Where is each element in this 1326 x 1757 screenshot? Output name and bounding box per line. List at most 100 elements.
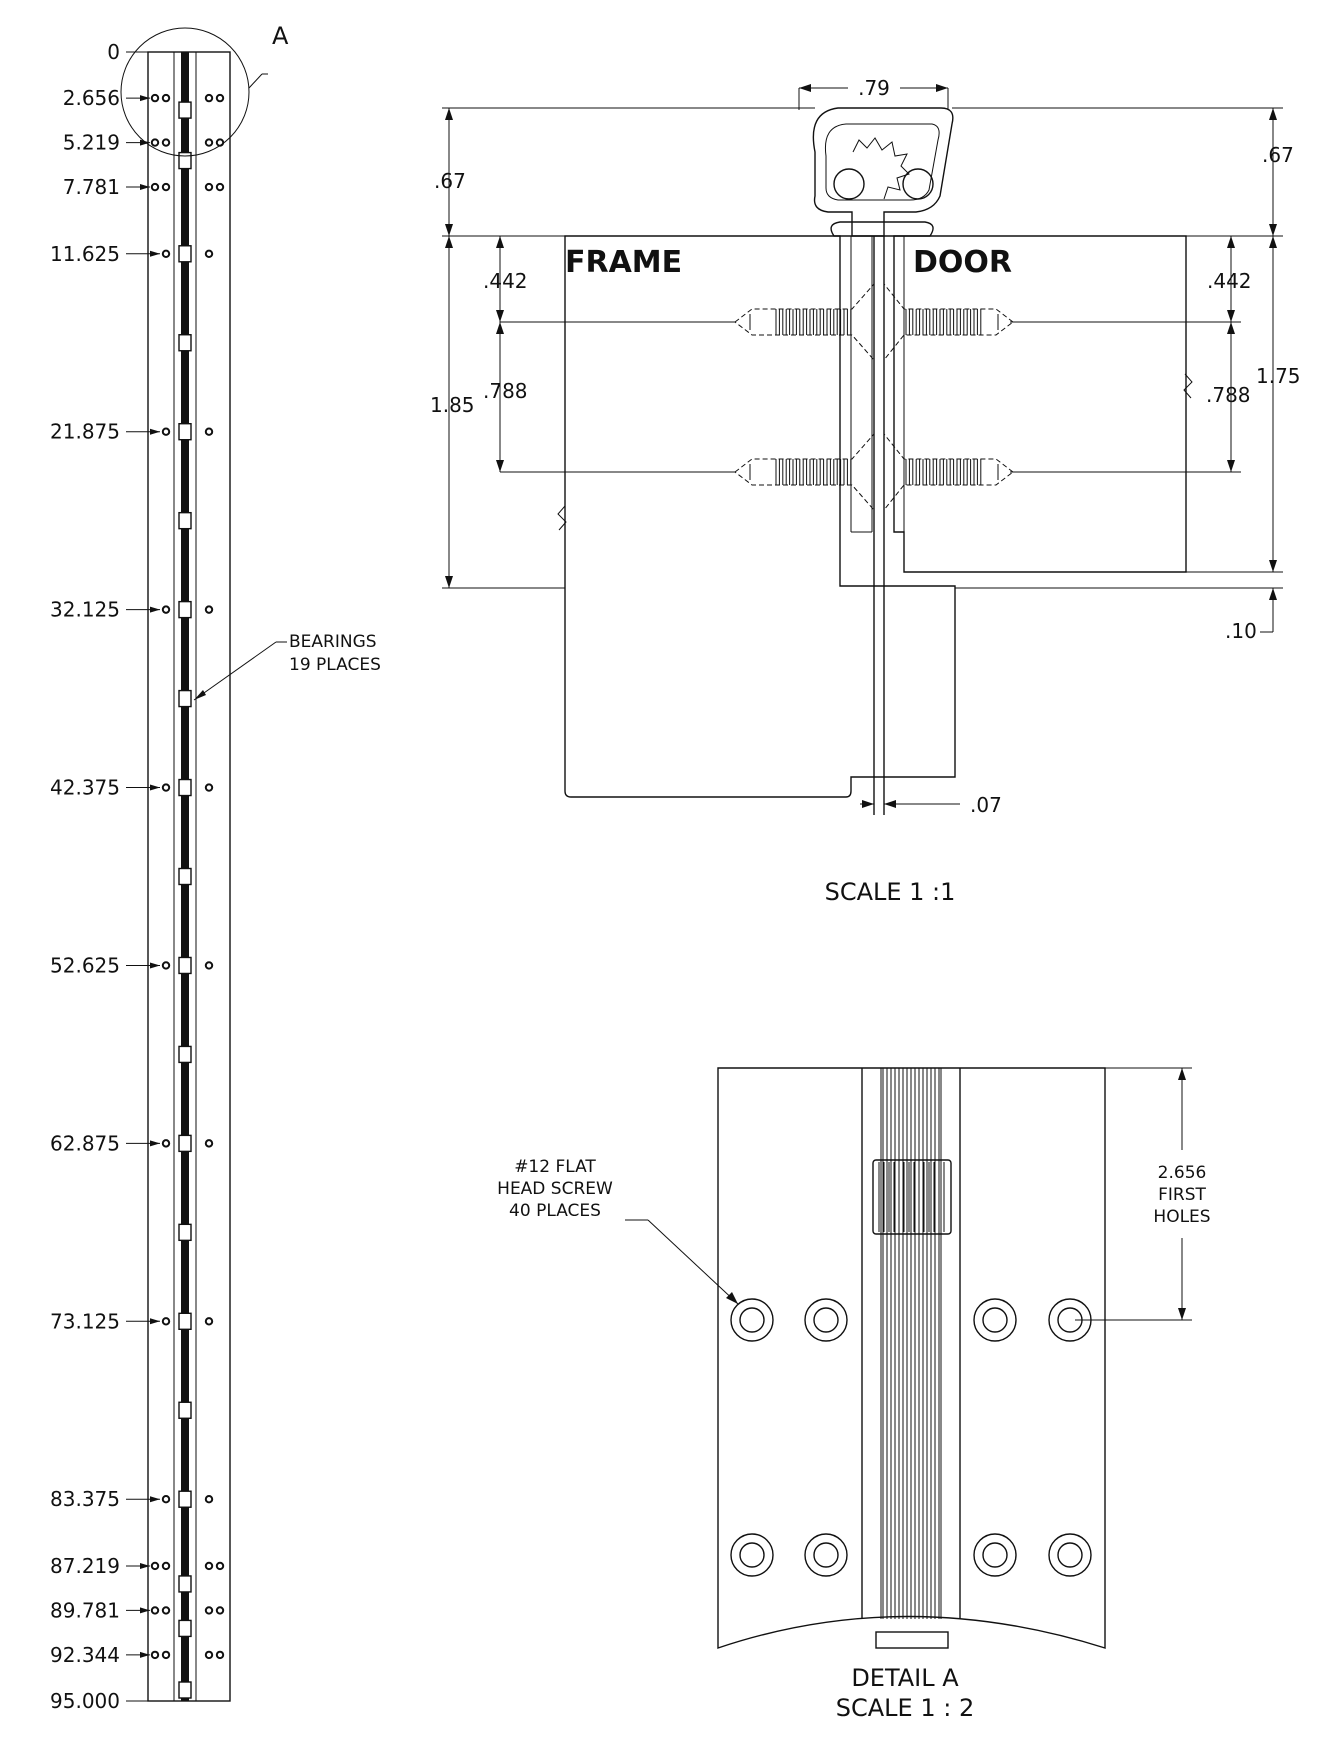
bearing-block: [178, 1575, 192, 1593]
station-label: 83.375: [50, 1487, 120, 1511]
screw-hole: [161, 1317, 171, 1326]
station-label: 5.219: [63, 131, 120, 155]
screw-note-line2: HEAD SCREW: [497, 1179, 613, 1199]
bearing-block: [178, 867, 192, 886]
detail-caption-line1: DETAIL A: [851, 1664, 959, 1692]
bearing-block: [178, 101, 192, 119]
dim-gap: .07: [970, 793, 1002, 817]
section-screw-row-0: [734, 282, 1014, 362]
station-label: 32.125: [50, 598, 120, 622]
screw-hole: [150, 182, 160, 192]
station-label: 42.375: [50, 776, 120, 800]
bearing-block: [178, 245, 192, 263]
station-label: 73.125: [50, 1309, 120, 1333]
detail-screw-hole: [973, 1298, 1017, 1342]
station-1: 2.656: [63, 86, 150, 110]
holes-note-line2: FIRST: [1158, 1185, 1206, 1205]
screw-hole: [161, 249, 171, 258]
section-screw-row-1: [734, 432, 1014, 512]
section-screws: [734, 282, 1014, 512]
door-label: DOOR: [913, 245, 1012, 280]
detail-screw-holes: [730, 1298, 1092, 1577]
station-label: 89.781: [50, 1598, 120, 1622]
station-label: 52.625: [50, 953, 120, 977]
station-label: 2.656: [63, 86, 120, 110]
station-13: 89.781: [50, 1598, 150, 1622]
screw-hole: [150, 93, 160, 103]
screw-hole: [150, 1606, 160, 1615]
dim-right-spacing: .788: [1206, 383, 1251, 407]
screw-hole: [161, 1139, 171, 1148]
bearing-block: [178, 334, 192, 352]
dim-right-total: 1.75: [1256, 364, 1301, 388]
screw-hole-marks: [150, 93, 225, 1660]
screw-hole: [215, 1561, 225, 1571]
station-9: 62.875: [50, 1131, 160, 1155]
detail-screw-hole: [730, 1533, 774, 1577]
station-12: 87.219: [50, 1554, 150, 1578]
detail-screw-hole: [1048, 1533, 1092, 1577]
screw-hole: [215, 93, 225, 103]
screw-hole: [161, 1495, 171, 1504]
station-label: 0: [107, 40, 120, 64]
section-scale-caption: SCALE 1 :1: [825, 878, 956, 906]
screw-hole: [215, 1650, 225, 1660]
screw-hole: [204, 783, 214, 792]
station-6: 32.125: [50, 598, 160, 622]
bearing-block: [178, 1312, 192, 1330]
bearing-leader: [193, 641, 277, 701]
detail-a-view: #12 FLAT HEAD SCREW 40 PLACES 2.656 FIRS…: [497, 1067, 1211, 1722]
door-leaf: [893, 235, 1187, 573]
frame-label: FRAME: [565, 245, 682, 280]
detail-screw-hole: [730, 1298, 774, 1342]
station-label: 62.875: [50, 1131, 120, 1155]
station-7: 42.375: [50, 776, 160, 800]
hinge-section-view: FRAME DOOR .79 .67 1.85 .442 .788: [430, 76, 1301, 906]
station-label: 21.875: [50, 420, 120, 444]
screw-hole: [161, 961, 171, 970]
station-8: 52.625: [50, 953, 160, 977]
bearing-block: [178, 511, 192, 530]
screw-hole: [161, 1606, 171, 1615]
screw-hole: [204, 1606, 214, 1615]
station-4: 11.625: [50, 242, 160, 266]
screw-hole: [215, 182, 225, 192]
screw-hole: [161, 427, 171, 436]
dim-left-top: .67: [434, 169, 466, 193]
pin-left: [833, 168, 865, 200]
bearing-block: [178, 689, 192, 708]
bearing-block: [178, 1134, 192, 1153]
detail-bearing-bottom: [875, 1631, 949, 1649]
knuckle-cap: [812, 107, 954, 237]
screw-hole: [161, 1561, 171, 1571]
holes-note-line1: 2.656: [1158, 1163, 1207, 1183]
screw-hole: [161, 605, 171, 614]
detail-screw-hole: [804, 1533, 848, 1577]
screw-hole: [215, 1606, 225, 1615]
screw-note-line1: #12 FLAT: [514, 1157, 596, 1177]
station-label: 95.000: [50, 1689, 120, 1713]
bearing-block: [178, 151, 192, 170]
screw-hole: [161, 182, 171, 192]
station-dimensions: 0 2.656 5.219 7.781 11.625 21.875 32.125 42.375…: [50, 40, 160, 1713]
screw-hole: [161, 1650, 171, 1660]
screw-hole: [204, 605, 214, 614]
bearing-marks: [178, 101, 192, 1699]
bearing-note-line1: BEARINGS: [289, 632, 377, 652]
station-10: 73.125: [50, 1309, 160, 1333]
detail-caption-line2: SCALE 1 : 2: [836, 1694, 974, 1722]
dim-left-spacing: .788: [483, 379, 528, 403]
screw-hole: [161, 783, 171, 792]
dim-bottom-step: .10: [1225, 619, 1257, 643]
holes-note-line3: HOLES: [1153, 1207, 1210, 1227]
gear-teeth: [852, 137, 910, 200]
bearing-note-line2: 19 PLACES: [289, 655, 381, 675]
station-2: 5.219: [63, 131, 150, 155]
station-label: 92.344: [50, 1643, 120, 1667]
bearing-block: [178, 1619, 192, 1638]
station-15: 95.000: [50, 1689, 148, 1713]
bearing-block: [178, 1681, 192, 1699]
pin-right: [902, 168, 934, 200]
station-3: 7.781: [63, 175, 150, 199]
screw-hole: [204, 1561, 214, 1571]
